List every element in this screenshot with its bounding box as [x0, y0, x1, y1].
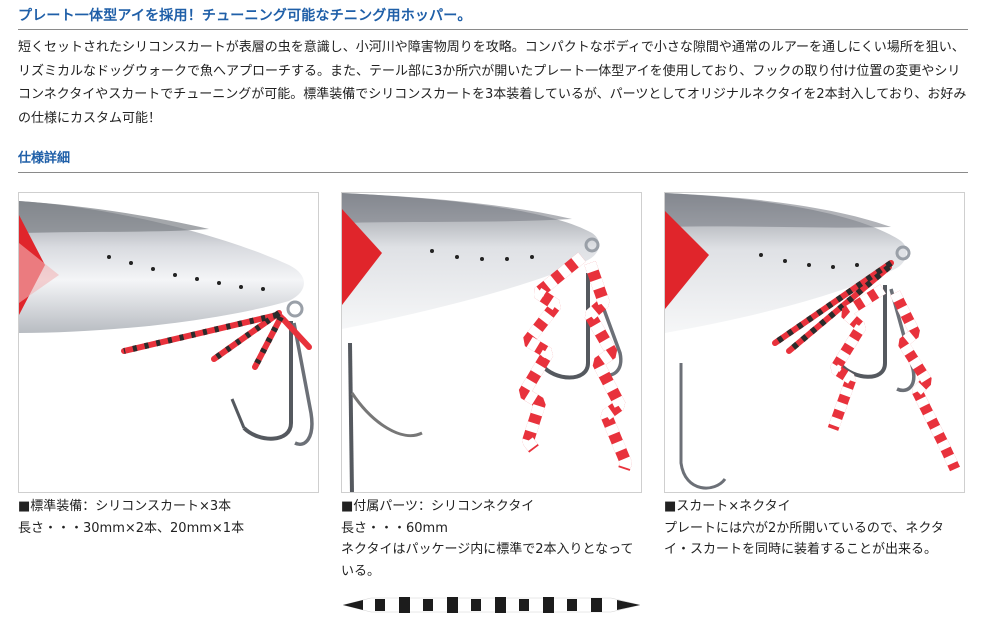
product-description: 短くセットされたシリコンスカートが表層の虫を意識し、小河川や障害物周りを攻略。コ… [18, 40, 967, 126]
photo-skirt-and-necktie [664, 192, 965, 493]
caption-skirt-and-necktie: ■スカート×ネクタイ プレートには穴が2か所開いているので、ネクタイ・スカートを… [664, 496, 969, 561]
caption-title: ■付属パーツ：シリコンネクタイ [341, 499, 535, 514]
caption-title: ■スカート×ネクタイ [664, 499, 791, 514]
caption-standard-skirt: ■標準装備：シリコンスカート×3本 長さ・・・30mm×2本、20mm×1本 [18, 496, 323, 539]
heading-divider [18, 29, 968, 30]
spec-section-title: 仕様詳細 [18, 151, 71, 166]
caption-line: プレートには穴が2か所開いているので、ネクタイ・スカートを同時に装着することが出… [664, 520, 944, 558]
caption-title: ■標準装備：シリコンスカート×3本 [18, 499, 232, 514]
photo-necktie [341, 192, 642, 493]
section-divider [18, 172, 968, 173]
necktie-illustration [341, 594, 642, 616]
caption-line: 長さ・・・30mm×2本、20mm×1本 [18, 520, 245, 536]
caption-line: ネクタイはパッケージ内に標準で2本入りとなっている。 [341, 542, 634, 579]
caption-line: 長さ・・・60mm [341, 520, 448, 536]
product-heading: プレート一体型アイを採用！チューニング可能なチニング用ホッパー。 [18, 8, 472, 24]
photo-standard-skirt [18, 192, 319, 493]
caption-necktie: ■付属パーツ：シリコンネクタイ 長さ・・・60mm ネクタイはパッケージ内に標準… [341, 496, 646, 582]
